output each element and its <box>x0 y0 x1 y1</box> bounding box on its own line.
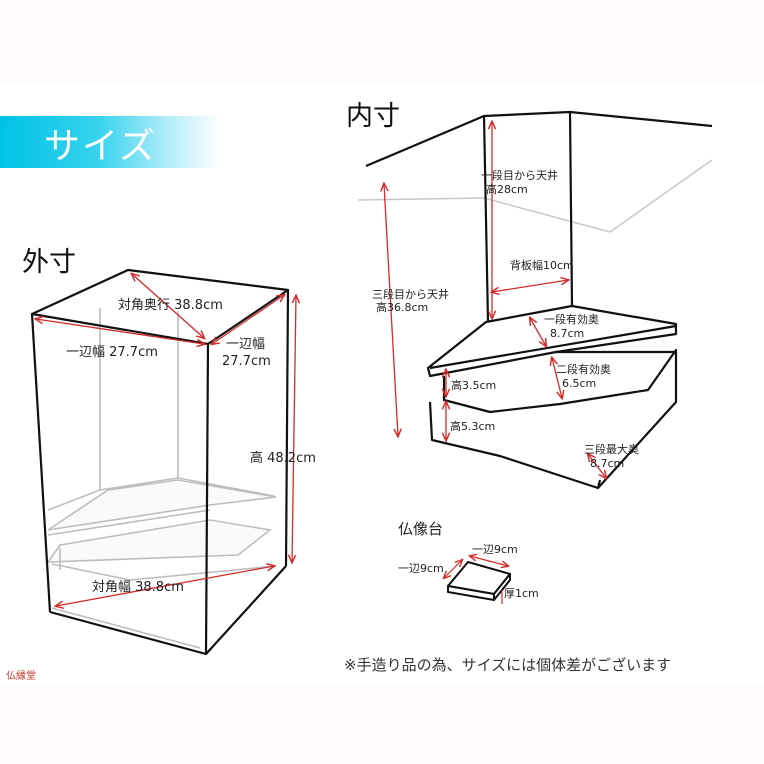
label-stand-left: 一辺9cm <box>398 562 444 575</box>
inner-ceiling-light-mid <box>483 197 611 233</box>
shelf-tier1-front <box>47 509 211 536</box>
statue-stand <box>444 556 511 604</box>
inner-tier1-top-front <box>429 324 677 370</box>
label-side-width-line1: 一辺幅 <box>226 337 266 352</box>
label-tier1-ceiling-line1: 一段目から天井 <box>481 169 558 182</box>
label-side-width-line2: 27.7cm <box>222 354 271 369</box>
label-top-diagonal: 対角奥行 38.8cm <box>118 298 223 313</box>
case-back-left-edge <box>47 308 101 511</box>
dim-stand-top <box>470 556 508 566</box>
inner-ceiling <box>365 110 713 168</box>
label-front-width: 一辺幅 27.7cm <box>66 345 158 360</box>
case-left-edge <box>30 313 52 613</box>
size-banner <box>0 116 220 168</box>
handmade-note: ※手造り品の為、サイズには個体差がございます <box>344 656 672 674</box>
inner-heading: 内寸 <box>346 101 400 132</box>
label-height: 高 48.2cm <box>250 451 316 466</box>
inner-tier3-corner <box>596 479 602 489</box>
label-back-width: 背板幅10cm <box>510 259 574 272</box>
label-height-5-3: 高5.3cm <box>450 420 496 433</box>
stand-side <box>493 573 511 601</box>
back-panel-right <box>568 111 574 307</box>
inner-structure <box>357 110 713 490</box>
banner-title: サイズ <box>44 126 157 167</box>
dim-height <box>292 296 296 562</box>
label-tier1-ceiling-line2: 高28cm <box>486 183 528 196</box>
outer-heading: 外寸 <box>22 247 76 278</box>
inner-ceiling-light-left <box>357 197 485 201</box>
label-tier2-depth-line2: 6.5cm <box>562 377 597 390</box>
shop-stamp: 仏縁堂 <box>6 671 36 682</box>
label-tier3-ceiling-line2: 高36.8cm <box>376 301 429 314</box>
outer-case <box>30 268 296 656</box>
shelf-tier2 <box>46 519 272 563</box>
case-base-inner <box>51 607 201 649</box>
inner-tier3 <box>428 396 678 490</box>
label-tier3-depth-line2: 8.7cm <box>590 457 625 470</box>
dim-tier3-depth <box>588 454 606 478</box>
label-stand-top: 一辺9cm <box>472 543 518 556</box>
dim-side-width <box>212 295 284 344</box>
case-back-bottom-edge <box>99 477 179 491</box>
case-right-edge <box>284 289 290 567</box>
dim-tier1-depth <box>530 318 546 346</box>
label-tier2-depth-line1: 二段有効奥 <box>556 363 611 376</box>
inner-ceiling-light-right <box>609 159 713 233</box>
dim-back-width <box>492 280 568 292</box>
label-stand-thickness: 厚1cm <box>504 587 539 600</box>
dim-front-width <box>36 319 204 344</box>
label-tier3-depth-line1: 三段最大奥 <box>584 443 639 456</box>
label-bottom-diagonal: 対角幅 38.8cm <box>92 580 184 595</box>
dim-tier2-depth <box>552 358 562 398</box>
shelf-tier1 <box>47 479 277 531</box>
dim-stand-left <box>444 560 462 578</box>
stand-heading: 仏像台 <box>398 520 444 538</box>
label-height-3-5: 高3.5cm <box>451 379 497 392</box>
case-front-edge <box>204 343 210 655</box>
dim-tier3-ceiling <box>384 184 398 436</box>
back-panel-left <box>482 115 490 323</box>
label-tier1-depth-line2: 8.7cm <box>550 327 585 340</box>
label-tier1-depth-line1: 一段有効奥 <box>544 313 599 326</box>
dim-bottom-diagonal <box>56 566 274 606</box>
inner-tier2 <box>442 348 678 414</box>
label-tier3-ceiling-line1: 三段目から天井 <box>372 288 449 301</box>
